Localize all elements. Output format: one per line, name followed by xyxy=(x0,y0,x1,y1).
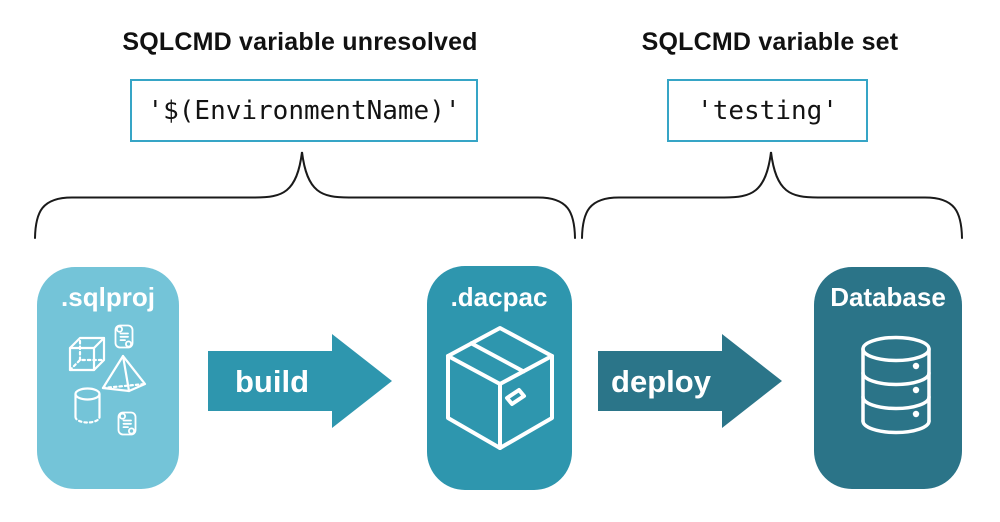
database-box xyxy=(814,267,962,489)
pyramid-icon xyxy=(101,354,147,393)
deploy-arrow: deploy xyxy=(598,334,782,428)
unresolved-variable-heading: SQLCMD variable unresolved xyxy=(122,28,478,56)
package-box-icon xyxy=(446,326,554,450)
database-cylinder-icon xyxy=(861,335,931,435)
sqlproj-label: .sqlproj xyxy=(61,282,155,312)
stage-sqlproj: .sqlproj xyxy=(37,267,179,489)
left-brace xyxy=(34,151,576,239)
stage-database: Database xyxy=(814,267,962,489)
unresolved-variable-code: '$(EnvironmentName)' xyxy=(147,95,461,126)
build-arrow-shape xyxy=(208,334,392,428)
resolved-variable-codebox: 'testing' xyxy=(667,79,868,142)
cube-icon xyxy=(68,336,106,372)
deploy-arrow-shape xyxy=(598,334,782,428)
sql-objects-and-scripts-icon xyxy=(68,324,147,436)
database-label: Database xyxy=(830,282,946,312)
deploy-arrow-label: deploy xyxy=(611,364,712,399)
resolved-variable-heading: SQLCMD variable set xyxy=(641,28,899,56)
right-brace xyxy=(581,151,963,239)
cylinder-icon xyxy=(74,387,101,424)
stage-dacpac: .dacpac xyxy=(427,266,572,490)
build-arrow-label: build xyxy=(235,364,309,399)
resolved-variable-code: 'testing' xyxy=(697,95,838,126)
unresolved-variable-codebox: '$(EnvironmentName)' xyxy=(130,79,478,142)
dacpac-box xyxy=(427,266,572,490)
build-arrow: build xyxy=(208,334,392,428)
dacpac-label: .dacpac xyxy=(451,282,548,312)
